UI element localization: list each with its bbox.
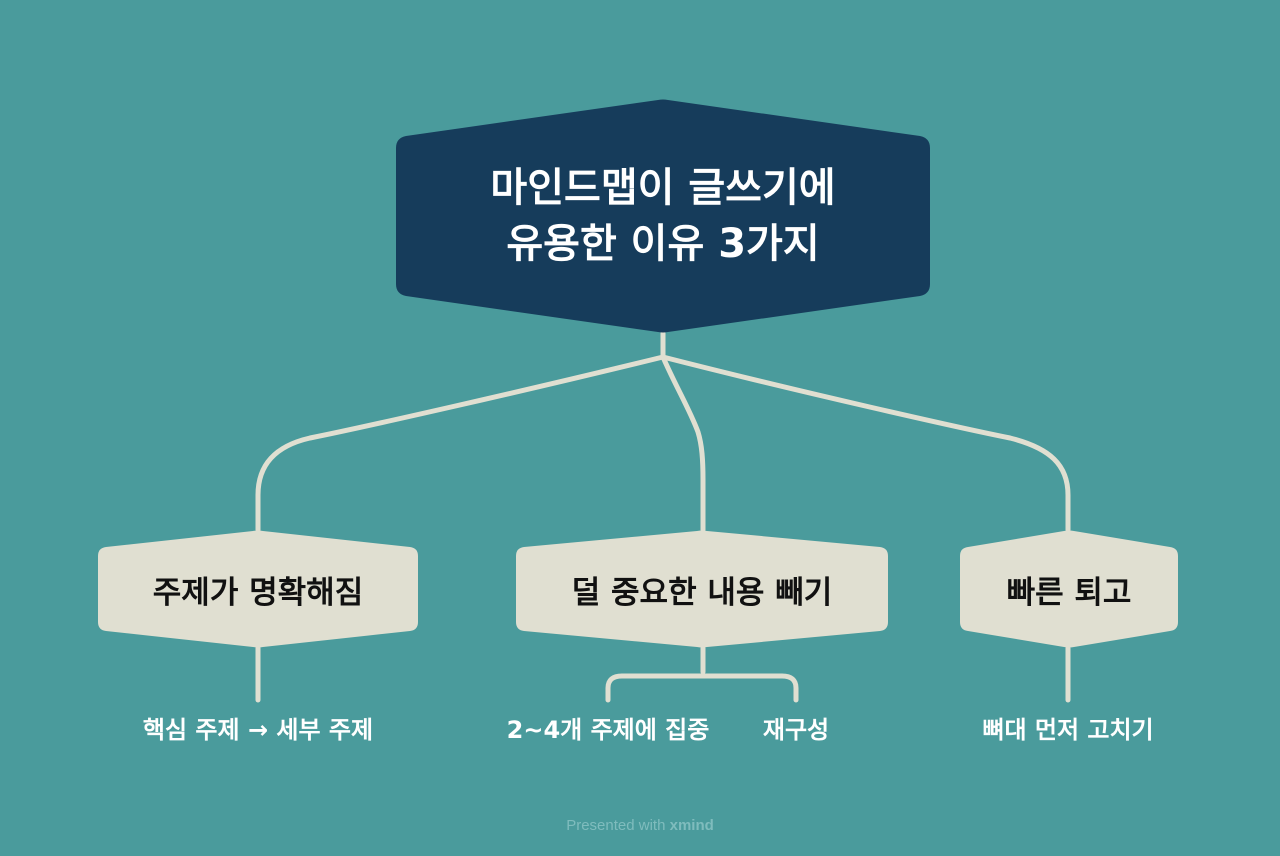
connector-root-to-branch-3 — [660, 354, 1071, 533]
topic-label: 주제가 명확해짐 — [152, 574, 364, 611]
topic-remove-less-important[interactable]: 덜 중요한 내용 빼기 — [516, 530, 888, 648]
central-topic-line-2: 유용한 이유 3가지 — [506, 221, 820, 267]
topic-shape — [98, 530, 418, 648]
topic-clear-subject[interactable]: 주제가 명확해짐 — [98, 530, 418, 648]
topic-label: 덜 중요한 내용 빼기 — [571, 574, 833, 611]
subtopic-focus-2-4-topics[interactable]: 2~4개 주제에 집중 — [506, 716, 710, 744]
subtopic-core-to-detail[interactable]: 핵심 주제 → 세부 주제 — [142, 716, 374, 744]
central-topic-title: 마인드맵이 글쓰기에 유용한 이유 3가지 — [490, 160, 835, 272]
topic-label: 빠른 퇴고 — [1006, 574, 1132, 611]
footer-attribution: Presented with xmind — [0, 817, 1280, 834]
connector-root-to-branch-2 — [660, 354, 706, 533]
central-topic-line-1: 마인드맵이 글쓰기에 — [490, 165, 836, 211]
central-topic[interactable]: 마인드맵이 글쓰기에 유용한 이유 3가지 — [396, 99, 930, 333]
topic-fast-revision[interactable]: 빠른 퇴고 — [960, 530, 1178, 648]
subtopic-fix-skeleton-first[interactable]: 뼈대 먼저 고치기 — [982, 716, 1154, 744]
xmind-logo: xmind — [669, 817, 714, 834]
topic-shape — [960, 530, 1178, 648]
footer-prefix: Presented with — [566, 817, 666, 834]
central-topic-shape — [396, 99, 930, 333]
connector-root-to-branch-1 — [255, 354, 666, 533]
topic-shape — [516, 530, 888, 648]
subtopic-restructure[interactable]: 재구성 — [762, 716, 830, 744]
connector-branch-2-bracket — [605, 673, 799, 703]
